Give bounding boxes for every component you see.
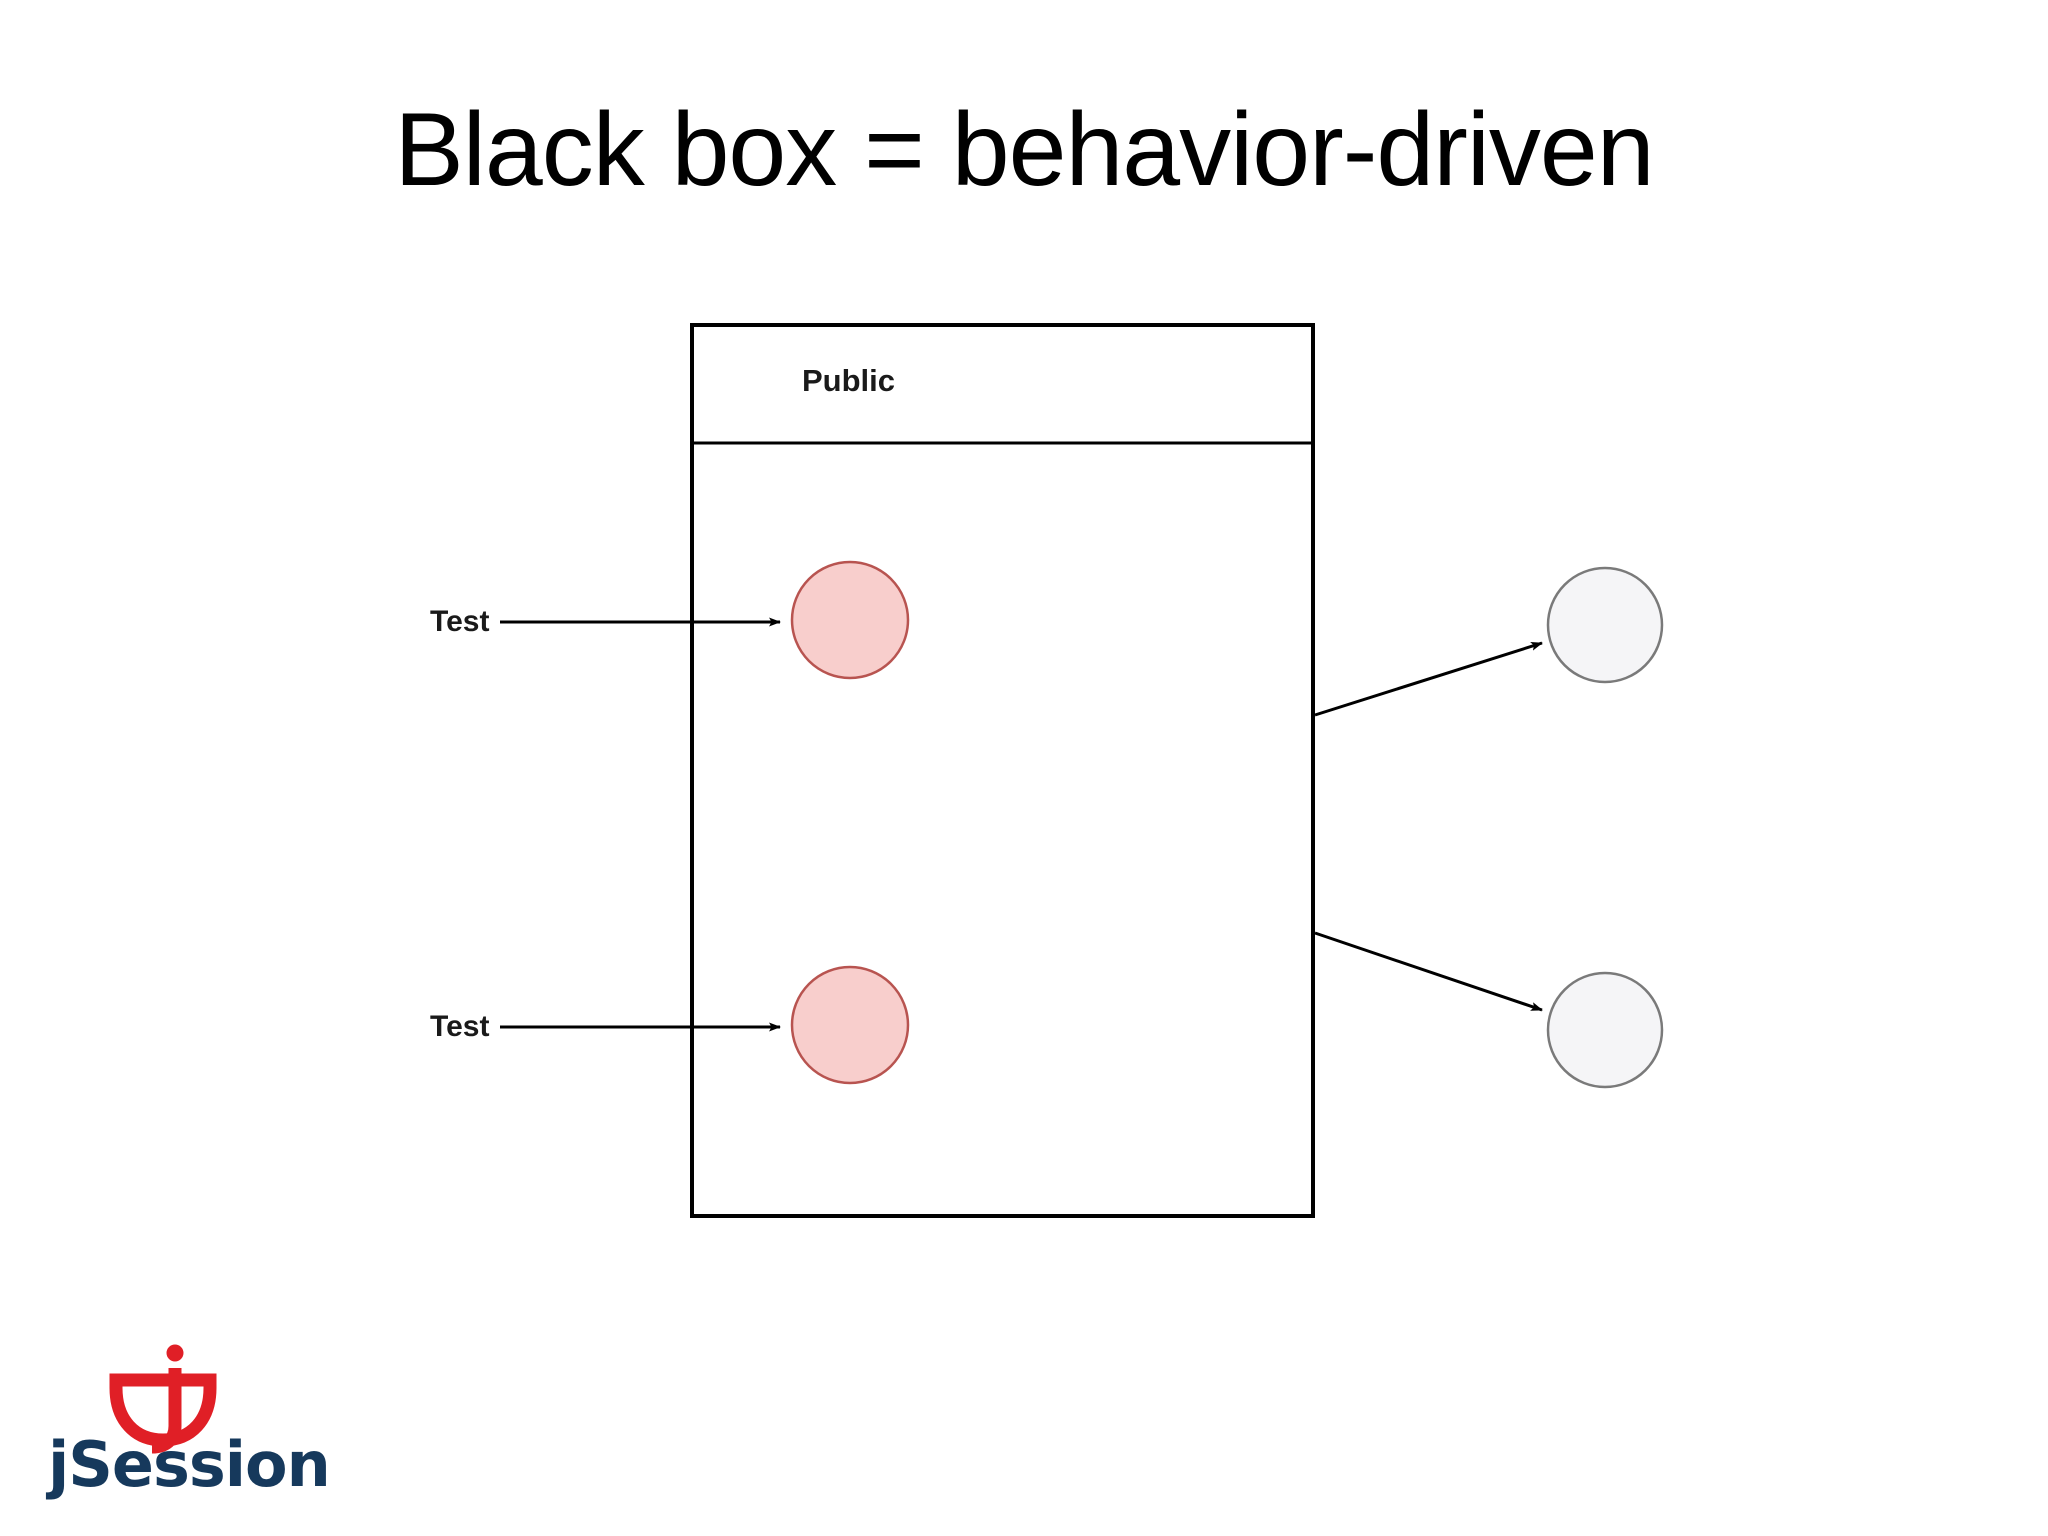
public-method-circle-bottom — [790, 965, 910, 1085]
public-method-circle-top — [790, 560, 910, 680]
test-label-bottom: Test — [430, 1010, 490, 1043]
jsession-logo: jSession — [48, 1344, 331, 1514]
page-title: Black box = behavior-driven — [394, 92, 1654, 208]
connector-outcome-top — [1314, 641, 1543, 717]
public-class-box — [690, 323, 1315, 1218]
jsession-wordmark: jSession — [48, 1428, 331, 1501]
jsession-cup-mark-icon — [109, 1344, 217, 1454]
outcome-circle-top — [1546, 566, 1664, 684]
test-label-top: Test — [430, 605, 490, 638]
connector-outcome-bottom — [1314, 931, 1543, 1012]
outcome-circle-bottom — [1546, 971, 1664, 1089]
public-section-label: Public — [802, 363, 896, 398]
